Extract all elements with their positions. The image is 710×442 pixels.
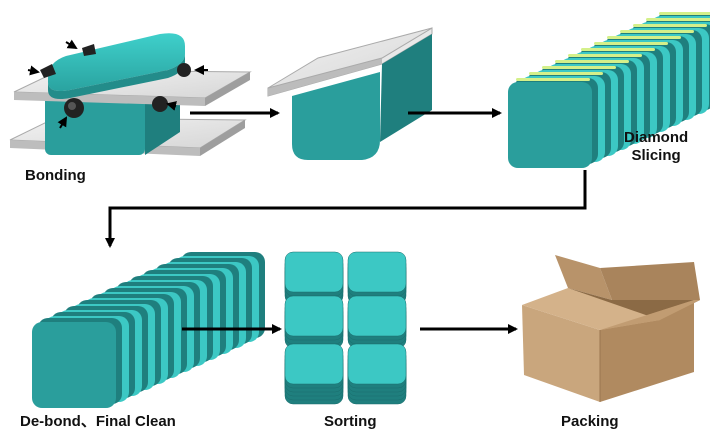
clamp-icon [40,44,191,118]
bonded-block [267,27,433,160]
sliced-stack [508,12,710,168]
sorted-pieces [284,251,407,405]
step-label-slicing-line2: Slicing [631,147,681,164]
sorted-pile [284,295,344,349]
step-label-debond: De-bond、Final Clean [20,413,176,430]
bonding-assembly [9,33,252,156]
step-label-slicing-line1: Diamond [624,129,689,146]
step-label-packing: Packing [561,413,619,430]
cardboard-box-icon [522,255,700,402]
sorted-pile [347,295,407,349]
step-label-sorting: Sorting [324,413,377,430]
sorted-pile [347,343,407,405]
step-label-slicing: Diamond Slicing [624,129,688,165]
pressure-arrows [27,39,208,129]
debonded-stack [32,252,265,408]
sorted-pile [347,251,407,305]
arrow-down-icon [105,170,587,248]
step-label-bonding: Bonding [25,167,86,184]
slice [32,318,122,408]
sorted-pile [284,251,344,305]
sorted-pile [284,343,344,405]
slice [508,78,598,168]
